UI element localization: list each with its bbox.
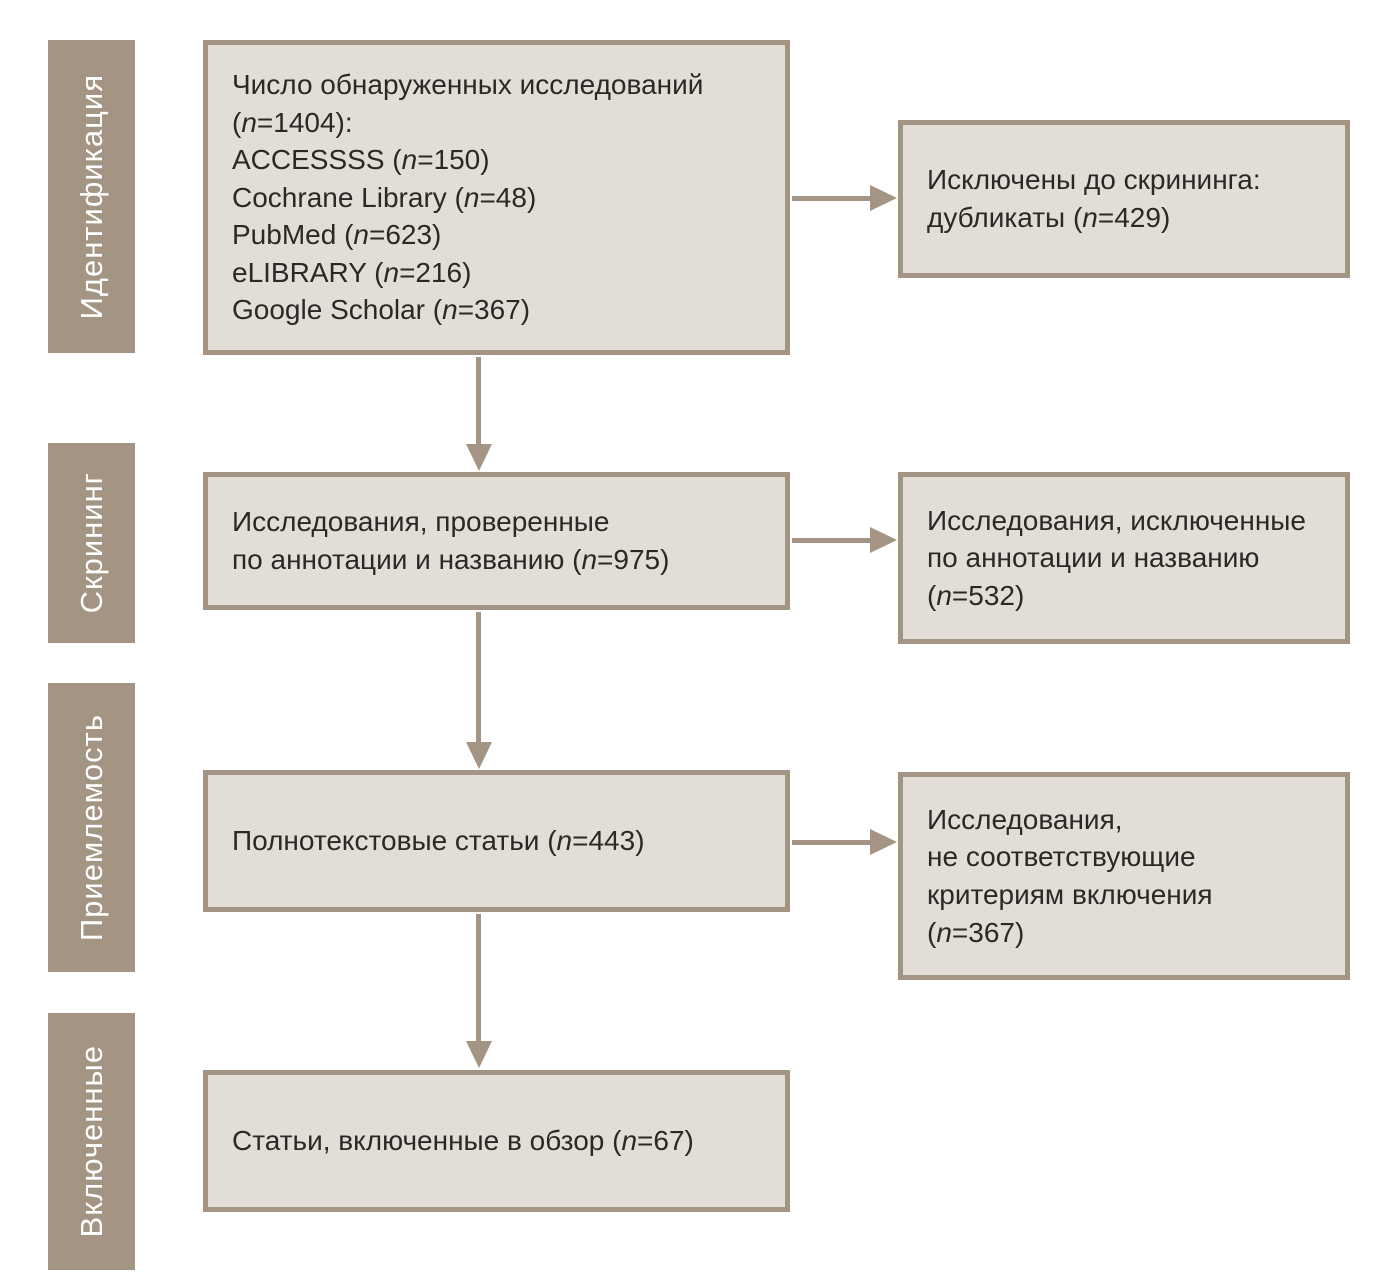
arrow-line (792, 840, 871, 845)
box-records-identified: Число обнаруженных исследований(n=1404):… (203, 40, 790, 355)
arrow-line (792, 538, 871, 543)
arrow-line (476, 612, 481, 743)
arrowhead-right-icon (870, 185, 897, 211)
box-records-identified-text: Число обнаруженных исследований(n=1404):… (232, 69, 704, 326)
stage-identification-label: Идентификация (73, 73, 109, 320)
box-articles-included-text: Статьи, включенные в обзор (n=67) (232, 1125, 694, 1157)
arrowhead-down-icon (466, 444, 492, 471)
arrow-line (476, 914, 481, 1042)
box-excluded-duplicates: Исключены до скрининга:дубликаты (n=429) (898, 120, 1350, 278)
stage-included-label: Включенные (73, 1045, 109, 1238)
arrowhead-down-icon (466, 742, 492, 769)
box-excluded-duplicates-text: Исключены до скрининга:дубликаты (n=429) (927, 164, 1261, 233)
stage-eligibility-label: Приемлемость (73, 713, 109, 942)
box-fulltext-articles-text: Полнотекстовые статьи (n=443) (232, 825, 645, 857)
arrowhead-right-icon (870, 829, 897, 855)
arrowhead-right-icon (870, 527, 897, 553)
stage-identification: Идентификация (48, 40, 135, 353)
arrow-line (792, 196, 871, 201)
stage-screening: Скрининг (48, 443, 135, 643)
arrow-line (476, 357, 481, 445)
arrowhead-down-icon (466, 1041, 492, 1068)
stage-screening-label: Скрининг (73, 472, 109, 614)
stage-included: Включенные (48, 1013, 135, 1270)
box-articles-included: Статьи, включенные в обзор (n=67) (203, 1070, 790, 1212)
box-fulltext-articles: Полнотекстовые статьи (n=443) (203, 770, 790, 912)
stage-eligibility: Приемлемость (48, 683, 135, 972)
